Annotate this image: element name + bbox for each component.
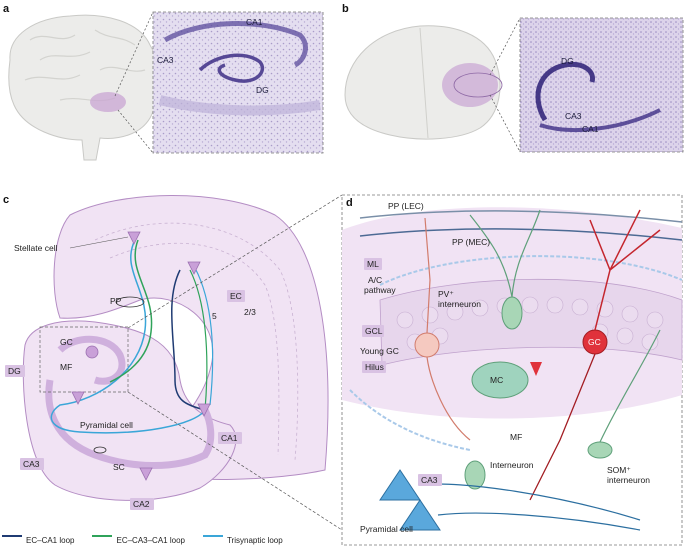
gc-cell xyxy=(85,345,99,359)
label-ca3-d: CA3 xyxy=(421,475,438,485)
label-pv-1: PV⁺ xyxy=(438,289,454,299)
label-mc: MC xyxy=(490,375,503,385)
zoom-line-top xyxy=(114,11,154,97)
label-som-2: interneuron xyxy=(607,475,650,485)
label-sc: SC xyxy=(113,462,125,472)
label-mf: MF xyxy=(60,362,72,372)
pp-lec-fibre xyxy=(359,210,683,223)
histology-inset-b xyxy=(519,17,684,153)
legend: EC–CA1 loop EC–CA3–CA1 loop Trisynaptic … xyxy=(2,533,283,547)
brain-sulci xyxy=(24,29,146,102)
ac-pathway-fibre xyxy=(379,255,683,286)
label-pyramidal-d: Pyramidal cell xyxy=(360,524,413,534)
label-ca2-c: CA2 xyxy=(133,499,150,509)
interneuron-d xyxy=(464,460,486,490)
label-pp-lec: PP (LEC) xyxy=(388,201,424,211)
ec-ca3-ca1-path xyxy=(109,239,153,383)
label-young-gc: Young GC xyxy=(360,346,399,356)
legend-label-trisynaptic: Trisynaptic loop xyxy=(226,535,283,545)
label-stellate: Stellate cell xyxy=(14,243,58,253)
rodent-brain xyxy=(344,25,501,140)
legend-item-ec-ca1: EC–CA1 loop xyxy=(2,535,74,545)
som-interneuron xyxy=(587,441,613,459)
label-ac-2: pathway xyxy=(364,285,396,295)
label-mf-d: MF xyxy=(510,432,522,442)
label-interneuron: Interneuron xyxy=(490,460,534,470)
label-ca1-c: CA1 xyxy=(221,433,238,443)
legend-swatch-trisynaptic xyxy=(202,535,223,545)
label-layer23: 2/3 xyxy=(244,307,256,317)
mc-cell xyxy=(471,361,529,399)
label-ca3-c: CA3 xyxy=(23,459,40,469)
ca3-pyramidal-2 xyxy=(399,499,441,531)
label-pp-mec: PP (MEC) xyxy=(452,237,490,247)
label-a-ca3: CA3 xyxy=(157,55,174,65)
panel-c-label: c xyxy=(3,194,9,206)
label-gc-c: GC xyxy=(60,337,73,347)
label-a-dg: DG xyxy=(256,85,269,95)
label-gc-d: GC xyxy=(588,337,601,347)
legend-item-trisynaptic: Trisynaptic loop xyxy=(202,535,283,545)
label-pp-c: PP xyxy=(110,296,122,306)
zoom-line-c-bottom xyxy=(127,391,343,531)
ca-layer-stain-a xyxy=(163,21,308,68)
legend-label-ec-ca3-ca1: EC–CA3–CA1 loop xyxy=(116,535,185,545)
pyramidal-cell-ca2 xyxy=(139,467,153,481)
zoom-line-b-top xyxy=(489,17,521,76)
panel-a-label: a xyxy=(3,3,10,15)
legend-item-ec-ca3-ca1: EC–CA3–CA1 loop xyxy=(92,535,185,545)
label-layer5: 5 xyxy=(212,311,217,321)
rodent-hippocampus-highlight xyxy=(442,63,498,107)
label-pyramidal-c: Pyramidal cell xyxy=(80,420,133,430)
zoom-line-b-bottom xyxy=(489,94,521,153)
stellate-cell-1 xyxy=(127,231,141,245)
label-som-1: SOM⁺ xyxy=(607,465,631,475)
label-ml: ML xyxy=(367,259,379,269)
legend-swatch-ec-ca3-ca1 xyxy=(92,535,113,545)
label-b-ca1: CA1 xyxy=(582,124,599,134)
label-gcl: GCL xyxy=(365,326,383,336)
trisynaptic-path xyxy=(50,239,206,434)
panel-d: d xyxy=(341,194,683,546)
hippocampus-highlight xyxy=(90,92,126,112)
dg-layer-stain-b xyxy=(535,61,595,122)
zoom-line-c-top xyxy=(127,194,343,329)
pp-mec-fibre xyxy=(359,228,683,241)
legend-swatch-ec-ca1 xyxy=(2,535,22,545)
label-b-dg: DG xyxy=(561,56,574,66)
ca-layer-stain-b xyxy=(539,108,661,132)
human-brain xyxy=(8,14,159,161)
panel-c: c Stellate cell PP EC xyxy=(3,194,343,531)
ec-ca1-path xyxy=(171,269,206,411)
label-pv-2: interneuron xyxy=(438,299,481,309)
label-dg-c: DG xyxy=(8,366,21,376)
label-ec: EC xyxy=(230,291,242,301)
ca-layer xyxy=(45,379,215,469)
stellate-cell-2 xyxy=(187,261,201,275)
panel-d-label: d xyxy=(346,197,353,209)
label-b-ca3: CA3 xyxy=(565,111,582,121)
label-a-ca1: CA1 xyxy=(246,17,263,27)
label-hilus: Hilus xyxy=(365,362,384,372)
panel-a: a CA1 CA3 DG xyxy=(3,3,324,161)
zoom-line-bottom xyxy=(117,109,154,154)
dg-layer xyxy=(57,335,126,385)
dg-layer-stain-a xyxy=(198,53,265,83)
young-gc-cell xyxy=(414,332,440,358)
legend-label-ec-ca1: EC–CA1 loop xyxy=(26,535,75,545)
pyramidal-cell-ca3 xyxy=(71,391,85,405)
pyramidal-cell-ca1 xyxy=(197,403,211,417)
panel-b-label: b xyxy=(342,3,349,15)
label-ac-1: A/C xyxy=(368,275,382,285)
panel-b: b DG CA3 CA1 xyxy=(342,3,684,153)
ca3-pyramidal-1 xyxy=(379,469,421,501)
pv-interneuron xyxy=(501,296,523,330)
